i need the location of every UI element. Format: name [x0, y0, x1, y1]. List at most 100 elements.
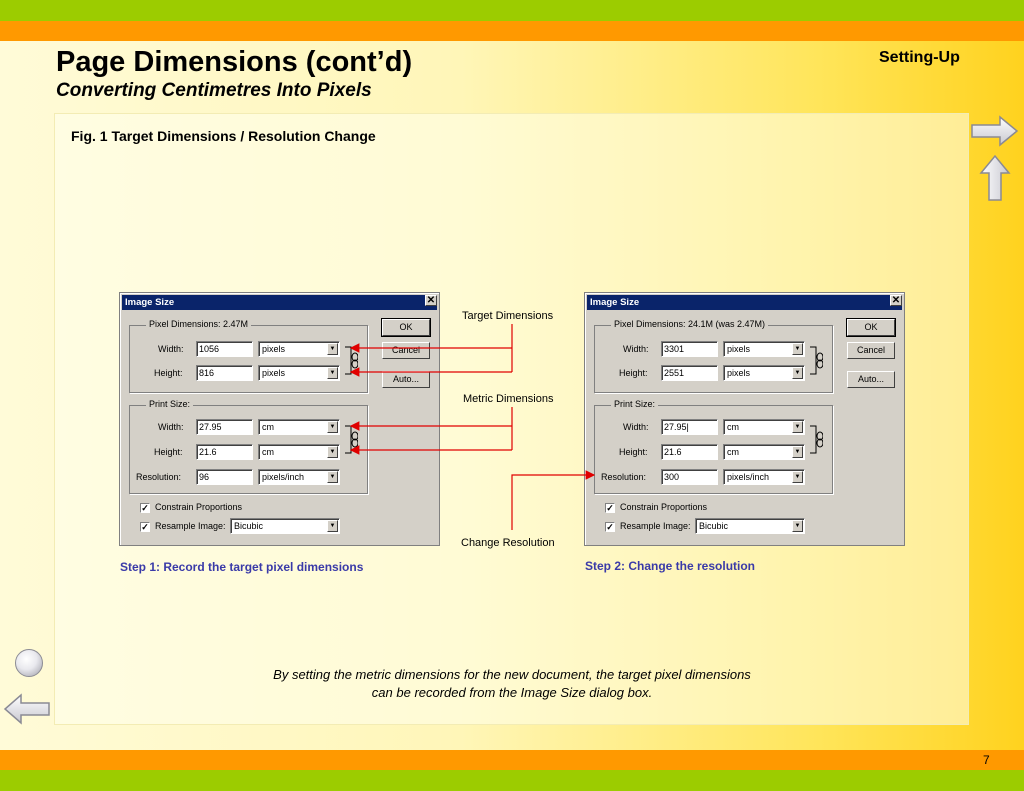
print-width-unit-select[interactable]: cm ▼: [258, 419, 340, 435]
print-height-unit-select[interactable]: cm ▼: [258, 444, 340, 460]
resolution-label: Resolution:: [601, 472, 647, 482]
unit-value: cm: [262, 447, 274, 457]
footer-note-line-2: can be recorded from the Image Size dial…: [371, 685, 653, 700]
close-icon[interactable]: ✕: [890, 295, 902, 306]
auto-button[interactable]: Auto...: [847, 371, 895, 388]
print-width-input[interactable]: 27.95: [196, 419, 253, 435]
print-size-group: [594, 405, 833, 494]
ok-button[interactable]: OK: [846, 318, 896, 337]
slide-subtitle: Converting Centimetres Into Pixels: [56, 80, 372, 101]
print-height-label: Height:: [619, 447, 648, 457]
cancel-button[interactable]: Cancel: [847, 342, 895, 359]
print-width-unit-select[interactable]: cm ▼: [723, 419, 805, 435]
constrain-proportions-checkbox[interactable]: ✓: [605, 503, 615, 513]
print-height-unit-select[interactable]: cm ▼: [723, 444, 805, 460]
metric-dimensions-annotation: Metric Dimensions: [463, 393, 554, 405]
print-height-input[interactable]: 21.6: [661, 444, 718, 460]
page-number: 7: [983, 753, 990, 767]
step-one-caption: Step 1: Record the target pixel dimensio…: [120, 560, 364, 574]
next-arrow-icon[interactable]: [970, 114, 1020, 148]
pixel-width-input[interactable]: 1056: [196, 341, 253, 357]
unit-value: pixels: [727, 344, 751, 354]
footer-note-line-1: By setting the metric dimensions for the…: [273, 667, 751, 682]
resample-image-label: Resample Image:: [620, 521, 691, 531]
chevron-down-icon[interactable]: ▼: [327, 520, 338, 532]
resolution-label: Resolution:: [136, 472, 182, 482]
pixel-width-label: Width:: [158, 344, 184, 354]
section-label: Setting-Up: [879, 49, 960, 66]
chevron-down-icon[interactable]: ▼: [327, 367, 338, 379]
dialog-title: Image Size: [125, 297, 175, 308]
pixel-height-label: Height:: [619, 368, 648, 378]
chevron-down-icon[interactable]: ▼: [792, 343, 803, 355]
chevron-down-icon[interactable]: ▼: [792, 446, 803, 458]
image-size-dialog-after: Image Size ✕ Pixel Dimensions: 24.1M (wa…: [584, 292, 905, 546]
change-resolution-annotation: Change Resolution: [461, 537, 555, 549]
resample-image-label: Resample Image:: [155, 521, 226, 531]
chevron-down-icon[interactable]: ▼: [327, 421, 338, 433]
pixel-height-unit-select[interactable]: pixels ▼: [723, 365, 805, 381]
chain-link-icon: [810, 425, 823, 454]
chevron-down-icon[interactable]: ▼: [792, 367, 803, 379]
cancel-button[interactable]: Cancel: [382, 342, 430, 359]
resample-method-select[interactable]: Bicubic▼: [230, 518, 340, 534]
print-width-label: Width:: [158, 422, 184, 432]
unit-value: cm: [262, 422, 274, 432]
print-height-label: Height:: [154, 447, 183, 457]
up-arrow-icon[interactable]: [978, 153, 1012, 203]
pixel-height-input[interactable]: 816: [196, 365, 253, 381]
chevron-down-icon[interactable]: ▼: [327, 471, 338, 483]
unit-value: pixels/inch: [727, 472, 770, 482]
unit-value: pixels/inch: [262, 472, 305, 482]
chevron-down-icon[interactable]: ▼: [792, 520, 803, 532]
resolution-unit-select[interactable]: pixels/inch ▼: [258, 469, 340, 485]
ok-button[interactable]: OK: [381, 318, 431, 337]
print-width-input[interactable]: 27.95|: [661, 419, 718, 435]
constrain-proportions-checkbox[interactable]: ✓: [140, 503, 150, 513]
pixel-height-input[interactable]: 2551: [661, 365, 718, 381]
resolution-input[interactable]: 96: [196, 469, 253, 485]
auto-button[interactable]: Auto...: [382, 371, 430, 388]
print-height-input[interactable]: 21.6: [196, 444, 253, 460]
top-orange-band: [0, 21, 1024, 41]
pixel-width-unit-select[interactable]: pixels ▼: [258, 341, 340, 357]
dialog-title: Image Size: [590, 297, 640, 308]
print-size-label: Print Size:: [611, 399, 659, 409]
slide-title: Page Dimensions (cont’d): [56, 46, 413, 78]
dialog-titlebar[interactable]: Image Size: [122, 295, 437, 310]
unit-value: pixels: [727, 368, 751, 378]
pixel-height-unit-select[interactable]: pixels ▼: [258, 365, 340, 381]
pixel-width-input[interactable]: 3301: [661, 341, 718, 357]
print-width-label: Width:: [623, 422, 649, 432]
top-green-band: [0, 0, 1024, 21]
resolution-input[interactable]: 300: [661, 469, 718, 485]
resample-value: Bicubic: [699, 521, 729, 531]
resample-image-checkbox[interactable]: ✓: [605, 522, 615, 532]
close-icon[interactable]: ✕: [425, 295, 437, 306]
home-button-icon[interactable]: [15, 649, 43, 677]
chevron-down-icon[interactable]: ▼: [792, 471, 803, 483]
unit-value: pixels: [262, 368, 286, 378]
resolution-unit-select[interactable]: pixels/inch ▼: [723, 469, 805, 485]
unit-value: cm: [727, 422, 739, 432]
change-resolution-line: [511, 470, 596, 530]
pixel-dimensions-label: Pixel Dimensions: 2.47M: [146, 319, 252, 329]
image-size-dialog-before: Image Size ✕ Pixel Dimensions: 2.47M Wid…: [119, 292, 440, 546]
chevron-down-icon[interactable]: ▼: [792, 421, 803, 433]
bottom-green-band: [0, 770, 1024, 791]
pixel-height-label: Height:: [154, 368, 183, 378]
figure-caption: Fig. 1 Target Dimensions / Resolution Ch…: [71, 128, 376, 144]
chevron-down-icon[interactable]: ▼: [327, 343, 338, 355]
dialog-titlebar[interactable]: Image Size: [587, 295, 902, 310]
resample-image-checkbox[interactable]: ✓: [140, 522, 150, 532]
pixel-width-label: Width:: [623, 344, 649, 354]
unit-value: pixels: [262, 344, 286, 354]
footer-note: By setting the metric dimensions for the…: [212, 666, 812, 702]
unit-value: cm: [727, 447, 739, 457]
step-two-caption: Step 2: Change the resolution: [585, 559, 756, 573]
chevron-down-icon[interactable]: ▼: [327, 446, 338, 458]
resample-method-select[interactable]: Bicubic ▼: [695, 518, 805, 534]
pixel-width-unit-select[interactable]: pixels ▼: [723, 341, 805, 357]
back-arrow-icon[interactable]: [3, 692, 51, 726]
